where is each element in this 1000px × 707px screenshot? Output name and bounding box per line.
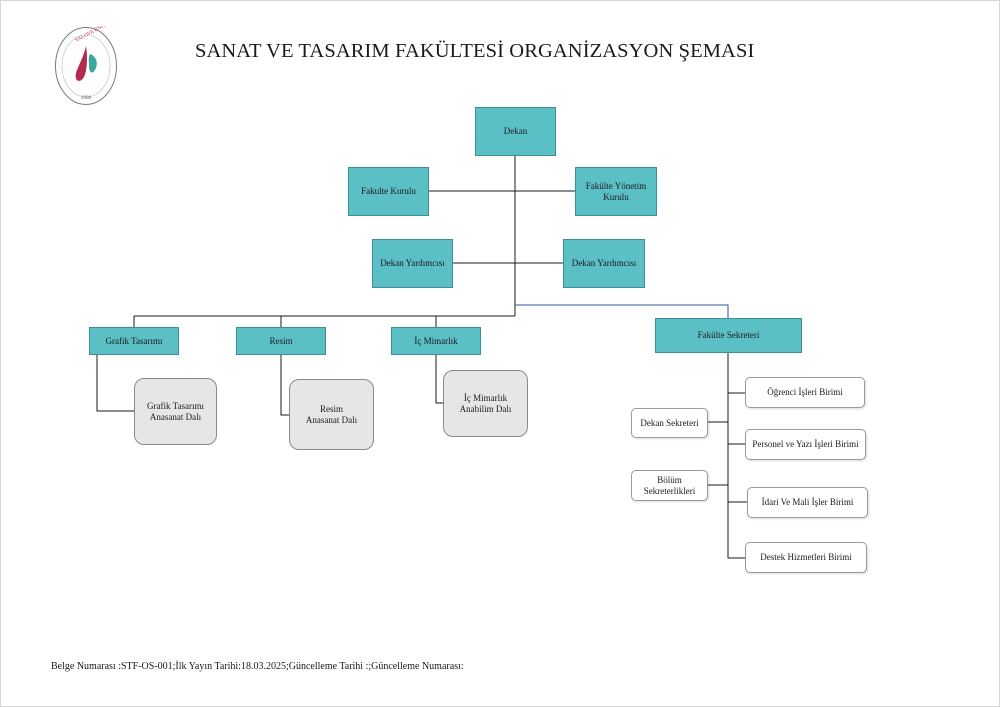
dekan-sekreteri-box: Dekan Sekreteri [631, 408, 708, 438]
ic-mimarlik-anabilim-line1: İç Mimarlık [463, 392, 508, 403]
ic-mimarlik-box: İç Mimarlık [391, 327, 481, 355]
dekan-box: Dekan [475, 107, 556, 156]
grafik-anasanat-line2: Anasanat Dalı [149, 411, 202, 422]
document-footer: Belge Numarası :STF-OS-001;İlk Yayın Tar… [51, 661, 464, 672]
fakulte-yonetim-kurulu-line2: Kurulu [603, 191, 629, 202]
resim-division-line [280, 355, 289, 416]
ic-mimarlik-division-line [435, 355, 443, 404]
grafik-anasanat-dali-box: Grafik Tasarımı Anasanat Dalı [134, 378, 217, 445]
ogrenci-isleri-birimi-box: Öğrenci İşleri Birimi [745, 377, 865, 408]
bolum-sekreterlikleri-line2: Sekreterlikleri [643, 485, 696, 496]
sekreter-link-line [515, 304, 729, 318]
bolum-sekreterlikleri-box: Bölüm Sekreterlikleri [631, 470, 708, 501]
dekan-yardimcisi-left-box: Dekan Yardımcısı [372, 239, 453, 288]
resim-box: Resim [236, 327, 326, 355]
fakulte-sekreteri-box: Fakülte Sekreteri [655, 318, 802, 353]
fakulte-yonetim-kurulu-box: Fakülte Yönetim Kurulu [575, 167, 657, 216]
fakulte-yonetim-kurulu-line1: Fakülte Yönetim [585, 180, 647, 191]
resim-anasanat-line2: Anasanat Dalı [305, 414, 358, 425]
logo-teal-leaf-icon [88, 54, 97, 73]
resim-anasanat-dali-box: Resim Anasanat Dalı [289, 379, 374, 450]
page-title: SANAT VE TASARIM FAKÜLTESİ ORGANİZASYON … [195, 40, 755, 62]
grafik-tasarimi-box: Grafik Tasarımı [89, 327, 179, 355]
ic-mimarlik-anabilim-line2: Anabilim Dalı [459, 403, 512, 414]
grafik-division-line [96, 355, 134, 412]
logo-red-leaf-icon [75, 46, 88, 81]
dekan-yardimcisi-right-box: Dekan Yardımcısı [563, 239, 645, 288]
resim-anasanat-line1: Resim [319, 403, 343, 414]
idari-mali-isler-birimi-box: İdari Ve Mali İşler Birimi [747, 487, 868, 518]
university-logo: YALOVA ÜNİVERSİTESİ 2008 [55, 26, 118, 105]
personel-yazi-isleri-birimi-box: Personel ve Yazı İşleri Birimi [745, 429, 866, 460]
grafik-anasanat-line1: Grafik Tasarımı [147, 400, 204, 411]
fakulte-kurulu-box: Fakulte Kurulu [348, 167, 429, 216]
svg-text:2008: 2008 [81, 96, 92, 101]
ic-mimarlik-anabilim-dali-box: İç Mimarlık Anabilim Dalı [443, 370, 528, 437]
destek-hizmetleri-birimi-box: Destek Hizmetleri Birimi [745, 542, 867, 573]
bolum-sekreterlikleri-line1: Bölüm [657, 474, 682, 485]
